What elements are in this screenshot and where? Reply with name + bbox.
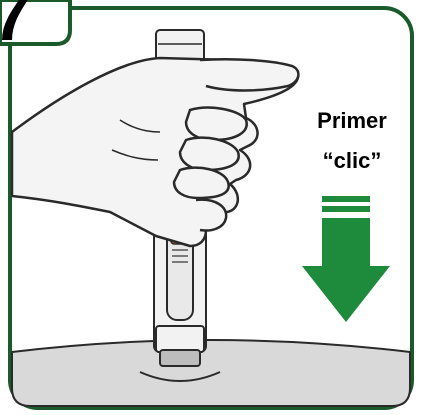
skin-surface bbox=[12, 340, 410, 406]
step-number: 7 bbox=[0, 0, 31, 55]
instruction-line-1: Primer bbox=[317, 108, 387, 133]
instruction-line-2: “clic” bbox=[323, 148, 382, 173]
